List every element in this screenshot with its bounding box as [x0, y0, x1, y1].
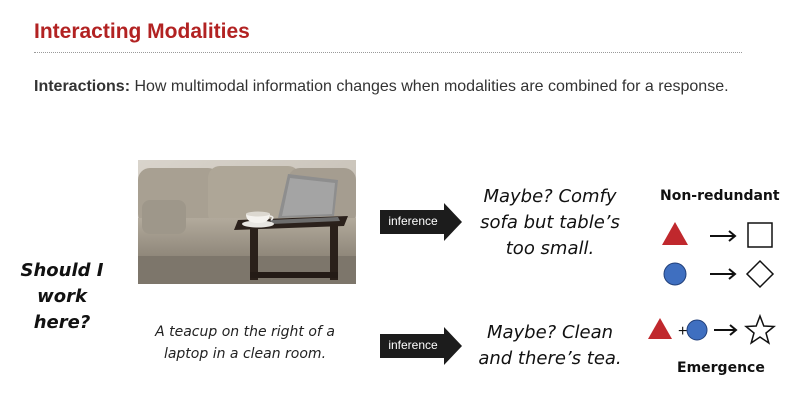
answer-top-line-1: Maybe? Comfy — [483, 186, 617, 207]
right-arrow-icon — [380, 203, 462, 241]
answer-top-line-2: sofa but table’s — [480, 212, 620, 233]
caption-line-1: A teacup on the right of a — [155, 324, 335, 340]
right-arrow-icon — [710, 230, 737, 242]
blue-circle-icon — [686, 319, 708, 341]
right-arrow-icon — [710, 268, 737, 280]
slide-title: Interacting Modalities — [34, 20, 250, 43]
question-line-1: Should I — [20, 260, 104, 281]
sofa-laptop-photo — [138, 160, 356, 284]
slide-subtitle: Interactions: How multimodal information… — [34, 78, 729, 96]
answer-top: Maybe? Comfy sofa but table’s too small. — [470, 184, 630, 262]
answer-bottom-line-2: and there’s tea. — [478, 348, 622, 369]
answer-bottom: Maybe? Clean and there’s tea. — [470, 320, 630, 372]
interaction-symbols: + — [648, 222, 776, 345]
image-caption: A teacup on the right of a laptop in a c… — [140, 321, 350, 365]
caption-line-2: laptop in a clean room. — [163, 346, 327, 362]
red-triangle-icon — [648, 318, 672, 339]
inference-label-top: inference — [388, 214, 438, 228]
right-arrow-icon — [714, 324, 738, 336]
title-divider — [34, 52, 742, 53]
inference-label-bottom: inference — [388, 338, 438, 352]
answer-top-line-3: too small. — [505, 238, 595, 259]
emergence-label: Emergence — [677, 360, 765, 376]
square-icon — [747, 222, 773, 248]
question-text: Should I work here? — [6, 258, 118, 336]
non-redundant-label: Non-redundant — [660, 188, 780, 204]
inference-arrow-top: inference — [380, 203, 462, 241]
answer-bottom-line-1: Maybe? Clean — [486, 322, 614, 343]
red-triangle-icon — [662, 222, 688, 245]
star-icon — [744, 313, 776, 345]
plus-sign: + — [678, 323, 687, 340]
subtitle-text: How multimodal information changes when … — [130, 78, 729, 95]
blue-circle-icon — [663, 262, 687, 286]
right-arrow-icon — [380, 327, 462, 365]
diamond-icon — [745, 259, 775, 289]
inference-arrow-bottom: inference — [380, 327, 462, 365]
question-line-2: work here? — [33, 286, 91, 333]
subtitle-label: Interactions: — [34, 78, 131, 95]
